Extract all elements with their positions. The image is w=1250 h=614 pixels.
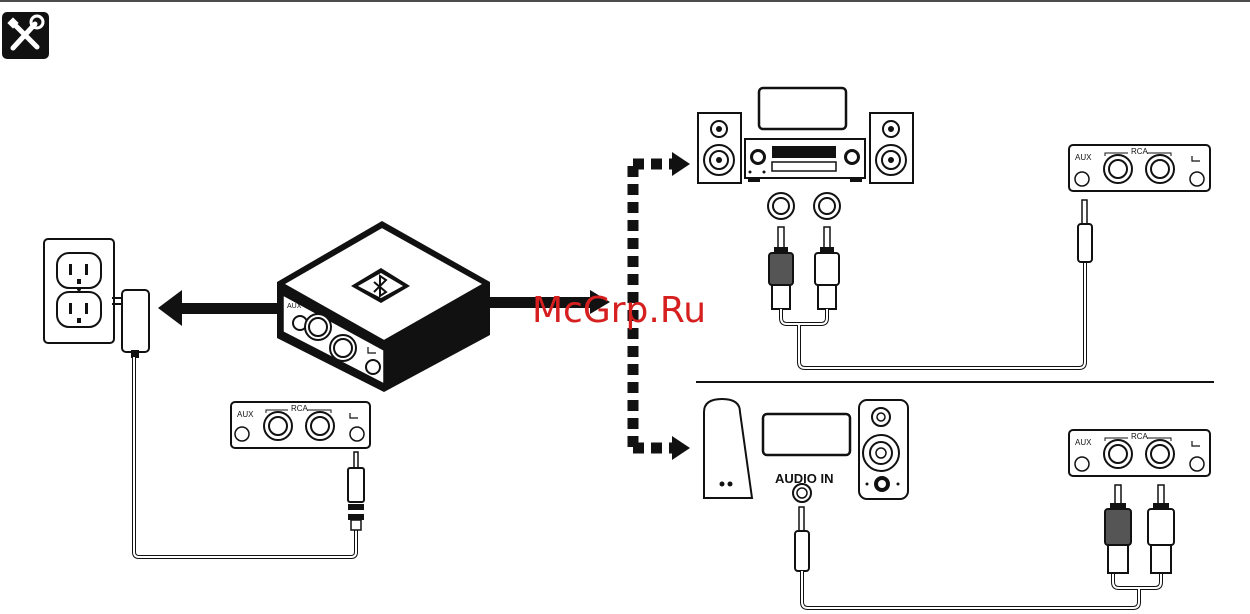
power-arrow <box>158 290 278 326</box>
wall-outlet <box>44 239 114 343</box>
computer-speakers: AUDIO IN <box>704 399 908 502</box>
stereo-rca-inputs <box>768 193 840 219</box>
speaker-cable <box>802 571 1161 608</box>
panel3-rca-label: RCA <box>1131 432 1149 441</box>
bluetooth-receiver: AUX <box>277 221 490 392</box>
power-plug <box>348 452 364 530</box>
power-cable <box>134 357 356 557</box>
receiver-aux-label: AUX <box>287 303 302 310</box>
panel3-aux-label: AUX <box>1075 438 1092 447</box>
speaker-rca-panel: AUX RCA <box>1069 430 1210 476</box>
receiver-rca-panel: AUX RCA <box>231 402 370 448</box>
stereo-rca-plugs <box>769 227 839 309</box>
stereo-rca-panel: AUX RCA <box>1069 145 1210 191</box>
aux-plug-bottom <box>795 507 809 571</box>
panel1-rca-label: RCA <box>291 404 309 413</box>
tools-icon <box>2 12 49 59</box>
power-adapter <box>112 290 149 358</box>
aux-plug-top <box>1078 200 1092 262</box>
panel1-aux-label: AUX <box>237 410 254 419</box>
panel2-rca-label: RCA <box>1131 147 1149 156</box>
stereo-system <box>698 88 913 183</box>
panel2-aux-label: AUX <box>1075 153 1092 162</box>
speaker-rca-plugs <box>1105 485 1174 573</box>
watermark: McGrp.Ru <box>532 290 706 331</box>
